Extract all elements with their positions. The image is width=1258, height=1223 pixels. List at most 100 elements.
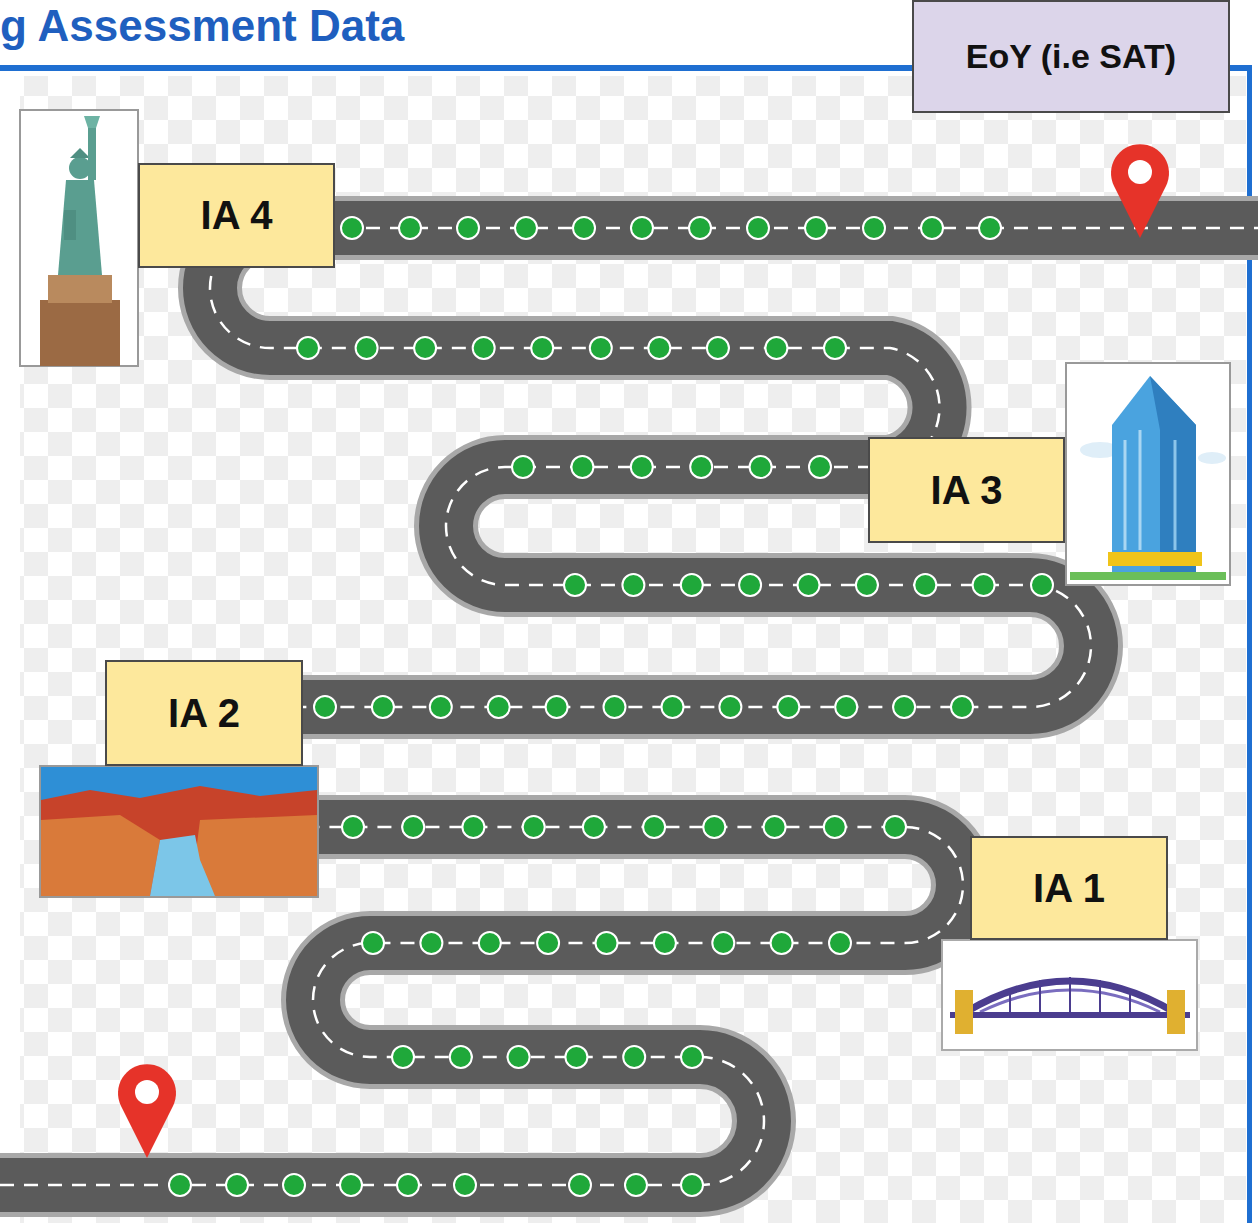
milestone-dot bbox=[690, 456, 712, 478]
milestone-dot bbox=[631, 456, 653, 478]
milestone-dot bbox=[356, 337, 378, 359]
milestone-dot bbox=[777, 696, 799, 718]
canyon-picture bbox=[40, 766, 318, 897]
bridge-picture bbox=[942, 940, 1197, 1050]
milestone-dot bbox=[824, 816, 846, 838]
milestone-box: IA 1 bbox=[970, 836, 1168, 940]
page-title: g Assessment Data bbox=[0, 0, 404, 52]
milestone-dot bbox=[314, 696, 336, 718]
milestone-dot bbox=[508, 1046, 530, 1068]
milestone-dot bbox=[765, 337, 787, 359]
far-rocks bbox=[41, 786, 317, 896]
milestone-dot bbox=[488, 696, 510, 718]
milestone-dot bbox=[457, 217, 479, 239]
milestone-dot bbox=[681, 1046, 703, 1068]
milestone-dot bbox=[662, 696, 684, 718]
window-line bbox=[1139, 430, 1142, 550]
milestone-dot bbox=[805, 217, 827, 239]
milestone-box: EoY (i.e SAT) bbox=[912, 0, 1230, 113]
milestone-dot bbox=[342, 816, 364, 838]
milestone-dot bbox=[893, 696, 915, 718]
milestone-dot bbox=[798, 574, 820, 596]
milestone-dot bbox=[583, 816, 605, 838]
picture-frame bbox=[20, 110, 138, 366]
hanger bbox=[1009, 990, 1011, 1014]
milestone-dot bbox=[571, 456, 593, 478]
milestone-dot bbox=[283, 1174, 305, 1196]
milestone-dot bbox=[604, 696, 626, 718]
milestone-dot bbox=[856, 574, 878, 596]
milestone-dot bbox=[703, 816, 725, 838]
milestone-dot bbox=[884, 816, 906, 838]
milestone-dot bbox=[531, 337, 553, 359]
picture-frame bbox=[40, 766, 318, 897]
milestone-label: IA 2 bbox=[168, 691, 240, 736]
milestone-dot bbox=[462, 816, 484, 838]
cloud bbox=[1198, 452, 1226, 464]
milestone-dot bbox=[643, 816, 665, 838]
pin-body bbox=[118, 1064, 176, 1158]
hanger bbox=[1129, 990, 1131, 1014]
statue-head bbox=[69, 157, 91, 179]
milestone-dot bbox=[297, 337, 319, 359]
milestone-dot bbox=[654, 932, 676, 954]
milestone-dot bbox=[829, 932, 851, 954]
milestone-dot bbox=[430, 696, 452, 718]
milestone-dot bbox=[631, 217, 653, 239]
milestone-dot bbox=[689, 217, 711, 239]
hanger bbox=[1069, 977, 1071, 1014]
ground bbox=[1070, 572, 1226, 580]
milestone-dot bbox=[450, 1046, 472, 1068]
milestone-dot bbox=[565, 1046, 587, 1068]
milestone-label: IA 3 bbox=[931, 468, 1003, 513]
milestone-dot bbox=[809, 456, 831, 478]
tower bbox=[1112, 376, 1196, 578]
milestone-dot bbox=[399, 217, 421, 239]
milestone-dot bbox=[512, 456, 534, 478]
milestone-dot bbox=[979, 217, 1001, 239]
milestone-dot bbox=[362, 932, 384, 954]
milestone-label: EoY (i.e SAT) bbox=[966, 37, 1176, 76]
pin-hole bbox=[1128, 160, 1152, 184]
milestone-label: IA 4 bbox=[201, 193, 273, 238]
hanger bbox=[1039, 980, 1041, 1014]
milestone-dot bbox=[739, 574, 761, 596]
milestone-dot bbox=[951, 696, 973, 718]
statue-torch bbox=[84, 116, 100, 128]
milestone-dot bbox=[397, 1174, 419, 1196]
milestone-box: IA 3 bbox=[868, 437, 1065, 543]
hanger bbox=[1099, 980, 1101, 1014]
milestone-dot bbox=[921, 217, 943, 239]
road-edge bbox=[0, 228, 1258, 1185]
milestone-dot bbox=[341, 217, 363, 239]
milestone-label: IA 1 bbox=[1033, 866, 1105, 911]
milestone-dot bbox=[523, 816, 545, 838]
milestone-box: IA 2 bbox=[105, 660, 303, 766]
building-picture bbox=[1066, 363, 1230, 585]
milestone-dot bbox=[719, 696, 741, 718]
milestone-dot bbox=[402, 816, 424, 838]
statue-crown bbox=[70, 148, 90, 158]
milestone-dot bbox=[914, 574, 936, 596]
milestone-dot bbox=[764, 816, 786, 838]
milestone-dot bbox=[750, 456, 772, 478]
milestone-dot bbox=[771, 932, 793, 954]
statue-tablet bbox=[64, 210, 76, 240]
left-cliff bbox=[41, 815, 160, 896]
milestone-dot bbox=[590, 337, 612, 359]
milestone-dot bbox=[681, 1174, 703, 1196]
milestone-dot bbox=[622, 574, 644, 596]
statue-body bbox=[58, 180, 102, 275]
milestone-dot bbox=[648, 337, 670, 359]
milestone-dot bbox=[515, 217, 537, 239]
milestone-dot bbox=[596, 932, 618, 954]
milestone-dot bbox=[420, 932, 442, 954]
tower-side bbox=[1150, 376, 1196, 578]
milestone-dot bbox=[681, 574, 703, 596]
location-pin bbox=[118, 1064, 176, 1158]
location-pin bbox=[1111, 144, 1169, 238]
milestone-dot bbox=[625, 1174, 647, 1196]
milestone-dot bbox=[414, 337, 436, 359]
milestone-dot bbox=[623, 1046, 645, 1068]
